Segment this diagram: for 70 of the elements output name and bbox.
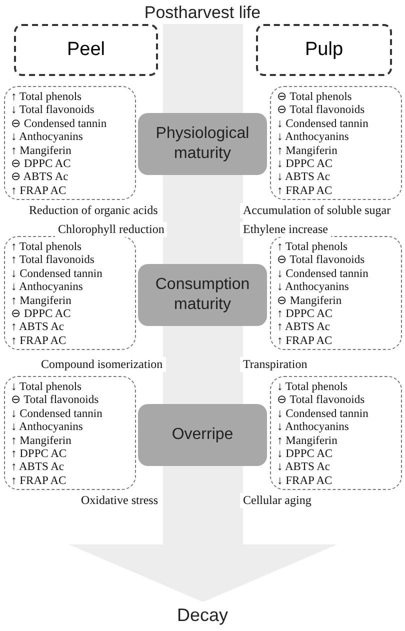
indicator-item: ↓ Total phenols (11, 381, 82, 394)
indicator-item: ⊖ Total flavonoids (11, 394, 99, 408)
indicator-item: ⊖ Condensed tannin (11, 118, 107, 132)
category-header-box: Peel (14, 24, 158, 76)
indicator-item: ↑ FRAP AC (277, 334, 332, 348)
indicator-item: ↑ Mangiferin (277, 434, 338, 448)
indicator-item: ⊖ Total phenols (277, 91, 352, 104)
indicator-item: ↑ Mangiferin (11, 434, 72, 448)
indicator-item: ↑ Mangiferin (277, 144, 338, 158)
indicator-item: ⊖ Total flavonoids (277, 254, 365, 268)
indicator-item: ↓ Anthocyanins (277, 131, 349, 145)
indicator-item: ↓ Total flavonoids (11, 104, 94, 118)
indicator-item: ↓ Condensed tannin (277, 268, 368, 282)
category-header-box: Pulp (256, 24, 392, 76)
stage-box: Consumption maturity (138, 264, 267, 326)
end-stage-text: Decay (150, 602, 255, 628)
stage-box: Physiological maturity (138, 113, 267, 175)
indicator-item: ⊖ DPPC AC (11, 308, 71, 322)
indicator-list-box (270, 86, 402, 200)
indicator-item: ⊖ DPPC AC (11, 158, 71, 172)
indicator-item: ↓ DPPC AC (277, 448, 333, 462)
indicator-item: ⊖ Total flavonoids (277, 104, 365, 118)
indicator-item: ↓ Condensed tannin (277, 408, 368, 422)
indicator-item: ↑ DPPC AC (11, 448, 67, 462)
indicator-item: ↑ FRAP AC (11, 184, 66, 198)
indicator-item: ↑ Total phenols (11, 91, 82, 104)
stage-box: Overripe (138, 404, 267, 466)
indicator-item: ↑ Total phenols (277, 241, 348, 254)
indicator-item: ↑ DPPC AC (277, 308, 333, 322)
process-label: Cellular aging (240, 493, 314, 508)
block-arrow (68, 466, 338, 602)
indicator-list-box (270, 376, 402, 490)
indicator-item: ↓ Anthocyanins (11, 421, 83, 435)
indicator-item: ↑ FRAP AC (277, 184, 332, 198)
indicator-item: ↓ Total phenols (277, 381, 348, 394)
indicator-item: ↓ Anthocyanins (277, 421, 349, 435)
process-label: Ethylene increase (240, 222, 331, 237)
indicator-list-box (4, 236, 136, 350)
indicator-item: ↑ ABTS Ac (277, 321, 330, 335)
indicator-item: ⊖ Mangiferin (277, 294, 342, 308)
indicator-item: ↓ Condensed tannin (11, 408, 102, 422)
indicator-item: ↓ ABTS Ac (277, 461, 330, 475)
indicator-list-box (270, 236, 402, 350)
heading-text: Postharvest life (100, 2, 305, 24)
indicator-item: ↑ ABTS Ac (11, 461, 64, 475)
indicator-item: ↓ DPPC AC (277, 158, 333, 172)
indicator-item: ↑ Total flavonoids (11, 254, 94, 268)
indicator-list-box (4, 86, 136, 200)
process-label: Accumulation of soluble sugar (240, 203, 394, 218)
process-label: Chlorophyll reduction (55, 222, 168, 237)
arrow-shaft (163, 24, 243, 113)
indicator-item: ↓ FRAP AC (277, 474, 332, 488)
indicator-list-box (4, 376, 136, 490)
indicator-item: ↑ Total phenols (11, 241, 82, 254)
process-label: Transpiration (240, 357, 310, 372)
indicator-item: ↓ Anthocyanins (277, 281, 349, 295)
indicator-item: ↑ FRAP AC (11, 334, 66, 348)
arrow-shaft (163, 175, 243, 264)
indicator-item: ↑ Mangiferin (11, 144, 72, 158)
indicator-item: ↓ Anthocyanins (11, 131, 83, 145)
indicator-item: ↑ ABTS Ac (11, 321, 64, 335)
indicator-item: ↓ Condensed tannin (277, 118, 368, 132)
indicator-item: ⊖ Total flavonoids (277, 394, 365, 408)
indicator-item: ↑ FRAP AC (11, 474, 66, 488)
arrow-shaft (163, 326, 243, 404)
indicator-item: ↑ Mangiferin (11, 294, 72, 308)
indicator-item: ↓ Condensed tannin (11, 268, 102, 282)
indicator-item: ↓ Anthocyanins (11, 281, 83, 295)
indicator-item: ⊖ ABTS Ac (11, 171, 68, 185)
indicator-item: ↓ ABTS Ac (277, 171, 330, 185)
